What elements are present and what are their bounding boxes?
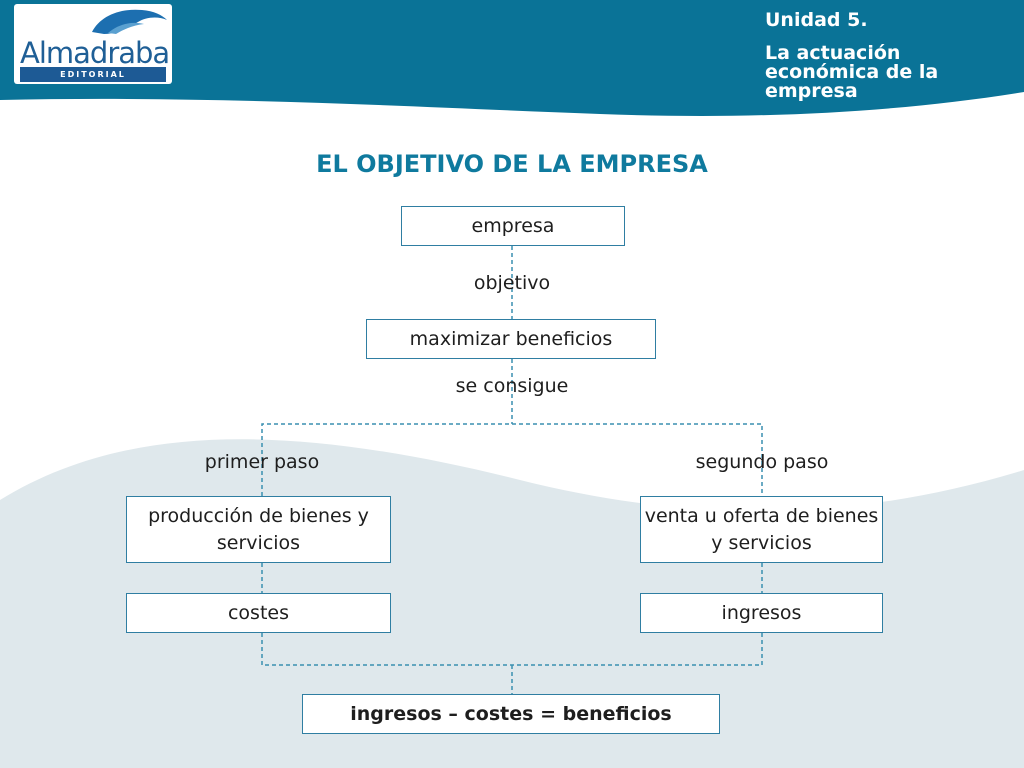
- node-formula: ingresos – costes = beneficios: [302, 694, 720, 734]
- diagram-title: EL OBJETIVO DE LA EMPRESA: [316, 150, 708, 178]
- node-maximizar-beneficios: maximizar beneficios: [366, 319, 656, 359]
- edge-label-se-consigue: se consigue: [455, 375, 569, 397]
- edge-label-segundo-paso: segundo paso: [695, 451, 829, 473]
- unit-title: La actuación económica de la empresa: [765, 42, 939, 102]
- edge-label-primer-paso: primer paso: [204, 451, 320, 473]
- almadraba-logo: Almadraba EDITORIAL: [20, 6, 170, 82]
- node-empresa: empresa: [401, 206, 625, 246]
- unit-info: Unidad 5. La actuación económica de la e…: [765, 8, 1015, 101]
- connector-split-branches: [261, 423, 763, 496]
- node-produccion: producción de bienes y servicios: [126, 496, 391, 563]
- logo-wordmark: Almadraba: [20, 36, 170, 70]
- header-band: [0, 0, 1024, 116]
- edge-label-objetivo: objetivo: [473, 272, 551, 294]
- node-ingresos: ingresos: [640, 593, 883, 633]
- unit-number: Unidad 5.: [765, 9, 868, 31]
- connector-merge-branches: [261, 633, 763, 666]
- wave-icon: [92, 9, 167, 34]
- node-venta: venta u oferta de bienes y servicios: [640, 496, 883, 563]
- node-costes: costes: [126, 593, 391, 633]
- logo-subtitle: EDITORIAL: [20, 67, 166, 82]
